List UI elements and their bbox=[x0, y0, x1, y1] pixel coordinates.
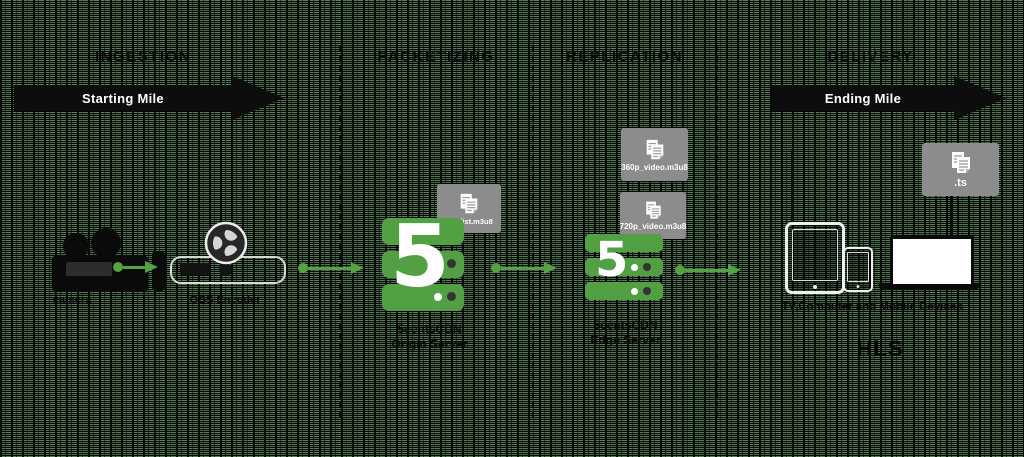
arrow-line bbox=[308, 266, 351, 270]
server-led bbox=[447, 259, 456, 268]
arrow-head bbox=[728, 264, 741, 276]
server-unit bbox=[585, 258, 663, 276]
devices-label: TV,Computer and Mobile Devices bbox=[781, 301, 963, 313]
file-card-720p: 720p_video.m3u8 bbox=[620, 192, 686, 239]
camera-display bbox=[66, 262, 112, 276]
playlist-file-name: playlist.m3u8 bbox=[445, 216, 493, 226]
arrow-head bbox=[544, 262, 557, 274]
file-name-360p: 360p_video.m3u8 bbox=[621, 162, 688, 172]
phone-screen bbox=[847, 252, 869, 282]
arrow-tail-dot bbox=[491, 263, 501, 273]
caption-role: Origin Server bbox=[391, 337, 468, 351]
origin-server-caption: 5centsCDN Origin Server bbox=[352, 322, 507, 352]
arrow-head bbox=[145, 261, 158, 273]
laptop-base-icon bbox=[879, 284, 979, 290]
camera-reel bbox=[63, 233, 89, 259]
ts-file-name: .ts bbox=[954, 177, 967, 189]
server-unit bbox=[382, 218, 464, 245]
flow-arrow-origin-to-edge bbox=[491, 262, 557, 274]
edge-server-icon: 5 bbox=[585, 234, 663, 300]
file-name-720p: 720p_video.m3u8 bbox=[619, 222, 687, 231]
server-unit bbox=[585, 234, 663, 252]
server-badge-5: 5 bbox=[390, 207, 450, 307]
document-icon bbox=[460, 193, 478, 213]
arrow-line bbox=[501, 266, 544, 270]
starting-mile-arrow: Starting Mile bbox=[14, 76, 284, 120]
arrow-line bbox=[685, 268, 728, 272]
connector-line bbox=[791, 150, 794, 223]
flow-arrow-edge-to-devices bbox=[675, 264, 741, 276]
ts-file-card: .ts bbox=[922, 143, 999, 196]
starting-mile-label: Starting Mile bbox=[14, 85, 232, 111]
caption-brand: 5centsCDN bbox=[593, 318, 658, 332]
arrow-tail-dot bbox=[113, 262, 123, 272]
edge-server-caption: 5centsCDN Edge Server bbox=[548, 318, 703, 348]
laptop-screen-icon bbox=[890, 236, 974, 287]
section-separator bbox=[339, 46, 341, 418]
arrow-head bbox=[954, 76, 1006, 120]
encoder-slot bbox=[180, 263, 210, 275]
stage-header-packetizing: PACKETIZING bbox=[377, 48, 495, 65]
tablet-screen bbox=[792, 229, 838, 281]
section-separator bbox=[532, 46, 534, 418]
document-icon bbox=[646, 139, 663, 159]
server-led bbox=[434, 293, 442, 301]
obs-logo-icon bbox=[204, 221, 248, 265]
arrow-line bbox=[123, 265, 145, 269]
server-unit bbox=[585, 282, 663, 300]
origin-server-icon: 5 bbox=[382, 214, 464, 312]
ending-mile-arrow: Ending Mile bbox=[772, 76, 1006, 120]
connector-line bbox=[950, 196, 953, 237]
caption-brand: 5centsCDN bbox=[397, 322, 462, 336]
stage-header-replication: REPLICATION bbox=[565, 48, 684, 65]
server-led bbox=[643, 263, 651, 271]
encoder-label: OBS Encoder bbox=[189, 294, 261, 306]
server-led bbox=[631, 264, 638, 271]
stage-header-delivery: DELIVERY bbox=[827, 48, 914, 65]
server-badge-5: 5 bbox=[595, 232, 629, 288]
phone-home-button bbox=[856, 285, 860, 288]
phone-icon bbox=[843, 247, 873, 292]
server-led bbox=[434, 260, 442, 268]
document-icon bbox=[951, 152, 970, 173]
section-separator bbox=[716, 46, 718, 418]
arrow-head bbox=[351, 262, 364, 274]
camera-label: camera bbox=[52, 294, 92, 306]
file-card-360p: 360p_video.m3u8 bbox=[621, 128, 688, 181]
stage-header-ingestion: INGESTION bbox=[94, 48, 191, 65]
ending-mile-label: Ending Mile bbox=[772, 85, 954, 111]
arrow-tail-dot bbox=[298, 263, 308, 273]
caption-role: Edge Server bbox=[590, 333, 661, 347]
protocol-label-hls: HLS bbox=[856, 336, 904, 361]
camera-reel bbox=[91, 228, 121, 258]
arrow-tail-dot bbox=[675, 265, 685, 275]
tablet-icon bbox=[785, 222, 845, 294]
server-led bbox=[631, 288, 638, 295]
document-icon bbox=[645, 201, 661, 219]
arrow-head bbox=[232, 76, 284, 120]
tablet-home-button bbox=[813, 285, 817, 289]
server-led bbox=[447, 292, 456, 301]
server-led bbox=[643, 287, 651, 295]
flow-arrow-camera-to-encoder bbox=[113, 261, 158, 273]
flow-arrow-encoder-to-origin bbox=[298, 262, 364, 274]
encoder-knob bbox=[219, 263, 232, 276]
